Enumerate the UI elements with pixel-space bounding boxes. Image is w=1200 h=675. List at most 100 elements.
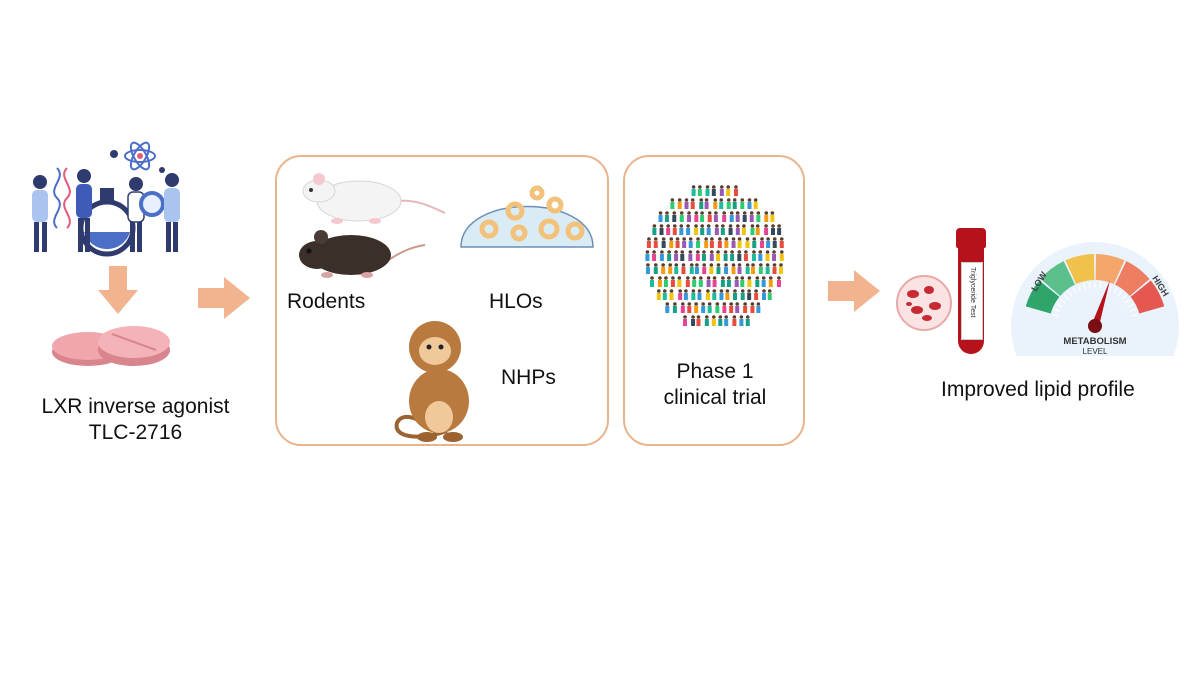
drug-label-line1: LXR inverse agonist (41, 395, 230, 418)
crowd-person (716, 250, 721, 261)
crowd-person (686, 224, 691, 235)
hlos-label: HLOs (489, 290, 543, 313)
gauge-tick (1099, 282, 1102, 289)
crowd-person (669, 289, 674, 300)
crowd-person (645, 250, 650, 261)
gauge-segment (1025, 280, 1060, 314)
crowd-person (685, 276, 690, 287)
crowd-person (702, 263, 707, 274)
crowd-person (709, 250, 714, 261)
crowd-person (715, 302, 720, 313)
crowd-person (663, 276, 668, 287)
crowd-person (756, 211, 761, 222)
gauge-tick (1129, 308, 1136, 313)
crowd-person (742, 211, 747, 222)
crowd-person (720, 276, 725, 287)
crowd-person (766, 237, 771, 248)
crowd-person (750, 224, 755, 235)
crowd-person (737, 237, 742, 248)
crowd-person (714, 224, 719, 235)
crowd-person (723, 250, 728, 261)
crowd-person (726, 185, 731, 196)
crowd-person (770, 211, 775, 222)
crowd-person (652, 250, 657, 261)
crowd-person (694, 302, 699, 313)
gauge-tick (1124, 298, 1131, 304)
crowd-person (704, 315, 709, 326)
crowd-person (672, 224, 677, 235)
crowd-person (697, 185, 702, 196)
crowd-person (747, 198, 752, 209)
crowd-person (719, 198, 724, 209)
crowd-person (735, 302, 740, 313)
crowd-person (777, 224, 782, 235)
crowd-person (657, 276, 662, 287)
crowd-person (743, 302, 748, 313)
gauge-tick (1063, 294, 1069, 300)
crowd-person (661, 263, 666, 274)
crowd-person (661, 237, 666, 248)
tube-cap (956, 228, 986, 248)
crowd-person (679, 224, 684, 235)
gauge-tick (1113, 287, 1118, 294)
crowd-person (659, 250, 664, 261)
crowd-person (741, 224, 746, 235)
crowd-person (765, 263, 770, 274)
crowd-person (683, 315, 688, 326)
crowd-person (646, 237, 651, 248)
crowd-person (705, 289, 710, 300)
crowd-person (696, 237, 701, 248)
crowd-person (656, 289, 661, 300)
crowd-person (734, 276, 739, 287)
gauge-needle (1091, 280, 1110, 326)
crowd-person (762, 289, 767, 300)
crowd-person (718, 315, 723, 326)
crowd-person (732, 315, 737, 326)
gauge-tick (1083, 283, 1086, 290)
crowd-person (690, 198, 695, 209)
crowd-person (677, 276, 682, 287)
gauge-segment (1115, 261, 1150, 296)
crowd-person (754, 289, 759, 300)
crowd-person (770, 224, 775, 235)
crowd-person (691, 185, 696, 196)
gauge-segment (1040, 261, 1075, 296)
crowd-person (701, 250, 706, 261)
drug-label-line2: TLC-2716 (88, 421, 183, 445)
crowd-person (729, 211, 734, 222)
crowd-person (707, 302, 712, 313)
crowd-person (730, 250, 735, 261)
crowd-person (779, 237, 784, 248)
atom-icon (124, 141, 156, 171)
dna-icon (53, 167, 71, 229)
crowd-person (678, 289, 683, 300)
crowd-person (683, 289, 688, 300)
crowd-person (667, 250, 672, 261)
gauge-tick (1056, 303, 1063, 308)
crowd-person (680, 250, 685, 261)
crowd-person (697, 289, 702, 300)
crowd-person (701, 302, 706, 313)
crowd-person (772, 237, 777, 248)
test-tube: Triglyceride Test (956, 228, 986, 354)
blood-cells-icon (896, 275, 952, 331)
crowd-person (747, 289, 752, 300)
crowd-person (724, 315, 729, 326)
pill-tablets-illustration (52, 326, 170, 366)
crowd-person (712, 289, 717, 300)
crowd-person (731, 263, 736, 274)
gauge-segment (1065, 254, 1095, 285)
crowd-person (674, 250, 679, 261)
white-rat-icon (302, 173, 446, 224)
crowd-person (699, 198, 704, 209)
crowd-illustration (645, 185, 784, 326)
crowd-person (726, 276, 731, 287)
crowd-person (659, 224, 664, 235)
crowd-person (717, 237, 722, 248)
gauge-tick (1067, 290, 1073, 297)
crowd-person (739, 315, 744, 326)
gauge-segment (1130, 280, 1165, 314)
tube-label-text: Triglyceride Test (969, 267, 976, 318)
crowd-person (705, 185, 710, 196)
crowd-person (696, 315, 701, 326)
